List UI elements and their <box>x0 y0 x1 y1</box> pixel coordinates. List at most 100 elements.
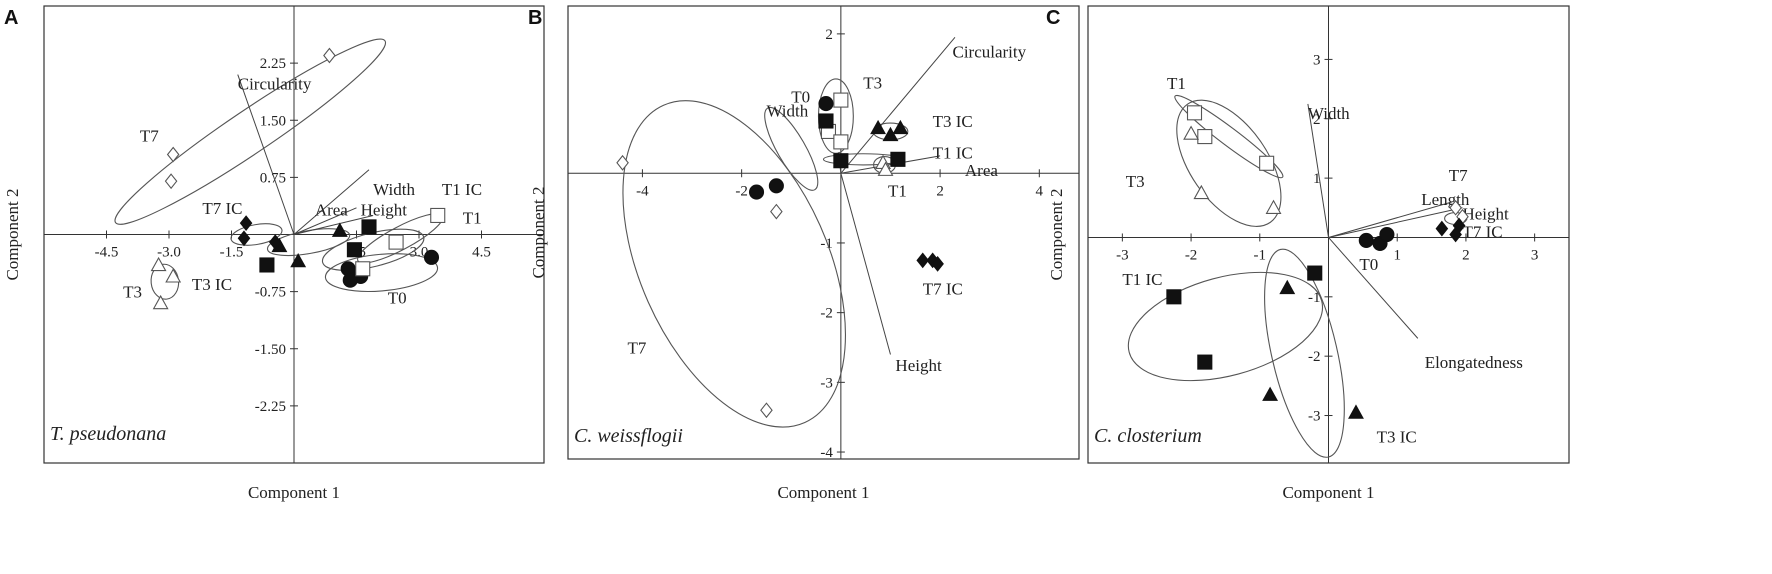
group-label-t7-ic: T7 IC <box>923 279 963 298</box>
y-tick-label: -4 <box>820 445 833 461</box>
y-tick-label: -2 <box>1308 349 1321 365</box>
group-label-t3: T3 <box>123 283 142 302</box>
x-tick-label: 4.5 <box>472 245 491 261</box>
point-t1 <box>1197 129 1213 145</box>
point-t7-ic <box>239 215 253 231</box>
point-t0 <box>1379 226 1395 243</box>
panel-a: A-4.5-3.0-1.51.53.04.52.251.500.75-0.75-… <box>3 5 545 502</box>
point-t7 <box>323 47 336 64</box>
x-tick-label: 3.0 <box>410 245 429 261</box>
point-t3-ic <box>870 119 887 135</box>
group-label-t0: T0 <box>1359 255 1378 274</box>
point-t3-ic <box>892 119 909 135</box>
loading-label-area: Area <box>965 161 998 180</box>
confidence-ellipse-t3-ic <box>266 228 351 257</box>
group-label-t0: T0 <box>388 289 407 308</box>
panel-b: B-4-22421-1-2-3-4CircularityAreaHeightWi… <box>528 5 1080 502</box>
confidence-ellipse-t7-ic <box>230 223 283 246</box>
plot-frame <box>567 5 1080 460</box>
point-t3 <box>833 92 849 108</box>
loading-label-circularity: Circularity <box>238 75 312 94</box>
group-label-t3-ic: T3 IC <box>1377 427 1417 446</box>
loading-vector-height <box>1328 207 1463 238</box>
confidence-ellipse-t7 <box>622 100 846 428</box>
group-label-t7: T7 <box>140 126 159 145</box>
loading-vector-elongatedness <box>1328 237 1419 339</box>
point-t7-ic <box>237 230 251 247</box>
x-tick-label: -2 <box>1185 247 1198 263</box>
point-t1 <box>388 234 404 250</box>
point-t3 <box>1193 184 1210 200</box>
point-t1 <box>877 161 894 176</box>
point-t3 <box>833 134 849 150</box>
group-label-t1: T1 <box>1167 74 1186 93</box>
loading-label-elongatedness: Elongatedness <box>1425 353 1523 372</box>
group-label-t7-ic: T7 IC <box>1462 223 1502 242</box>
point-t3-ic <box>331 222 348 237</box>
y-tick-label: -1 <box>820 236 833 252</box>
y-tick-label: 2 <box>825 27 833 43</box>
y-tick-label: -1 <box>1308 290 1321 306</box>
loading-label-height: Height <box>1462 205 1509 224</box>
x-tick-label: -4 <box>636 183 649 199</box>
loading-vector-area <box>293 207 357 235</box>
loading-label-circularity: Circularity <box>952 42 1026 61</box>
loading-label-area: Area <box>315 200 348 219</box>
point-t0 <box>768 178 784 194</box>
loading-vector-height <box>293 214 374 235</box>
confidence-ellipse-t7 <box>114 38 387 225</box>
point-t0 <box>342 272 358 288</box>
point-t3 <box>1183 125 1200 140</box>
point-t0 <box>423 249 440 265</box>
y-axis-title: Component 2 <box>1047 188 1066 280</box>
x-tick-label: -1.5 <box>220 245 244 261</box>
y-tick-label: -2.25 <box>255 399 286 415</box>
point-t3 <box>152 294 169 310</box>
point-t7-ic <box>931 255 944 272</box>
group-label-t3: T3 <box>863 74 882 93</box>
point-t1-ic <box>833 153 849 169</box>
point-t7 <box>616 154 629 171</box>
x-tick-label: -2 <box>735 183 748 199</box>
y-axis-title: Component 2 <box>529 186 548 278</box>
group-label-t1: T1 <box>888 182 907 201</box>
loading-label-width: Width <box>1308 104 1350 123</box>
point-t7 <box>164 173 178 190</box>
confidence-ellipse-t1 <box>1174 94 1284 179</box>
species-name: C. weissflogii <box>574 425 683 447</box>
group-label-t1-ic: T1 IC <box>442 180 482 199</box>
confidence-ellipse-t3-ic <box>1264 248 1345 458</box>
loading-label-height: Height <box>361 200 408 219</box>
group-label-t7: T7 <box>1449 166 1468 185</box>
loading-vector-height <box>840 173 891 355</box>
panel-letter: C <box>1046 7 1060 29</box>
point-t1 <box>1259 155 1275 171</box>
x-tick-label: 1 <box>1393 247 1401 263</box>
species-name: C. closterium <box>1094 425 1202 447</box>
point-t1-ic <box>1307 265 1323 281</box>
y-tick-label: 1.50 <box>260 113 286 129</box>
group-label-t3: T3 <box>1126 172 1145 191</box>
panel-letter: B <box>528 7 542 29</box>
species-name: T. pseudonana <box>50 423 166 445</box>
group-label-t3-ic: T3 IC <box>933 112 973 131</box>
y-tick-label: 1 <box>1313 171 1321 187</box>
point-t7 <box>1449 199 1462 216</box>
x-axis-title: Component 1 <box>777 483 869 502</box>
point-t3-ic <box>1348 404 1364 419</box>
point-t0 <box>1358 232 1374 248</box>
point-t1-ic <box>818 113 834 129</box>
point-t7 <box>166 146 180 163</box>
point-t3-ic <box>882 126 899 142</box>
group-label-t7: T7 <box>628 338 647 357</box>
point-t3-ic <box>290 253 307 268</box>
point-t1-ic <box>1197 354 1213 370</box>
loading-vector-width <box>293 169 370 235</box>
x-tick-label: 3 <box>1531 247 1539 263</box>
point-t7-ic <box>916 252 930 269</box>
loading-label-width: Width <box>766 102 808 121</box>
loading-vector-length <box>1328 201 1453 238</box>
point-t7 <box>770 203 783 220</box>
